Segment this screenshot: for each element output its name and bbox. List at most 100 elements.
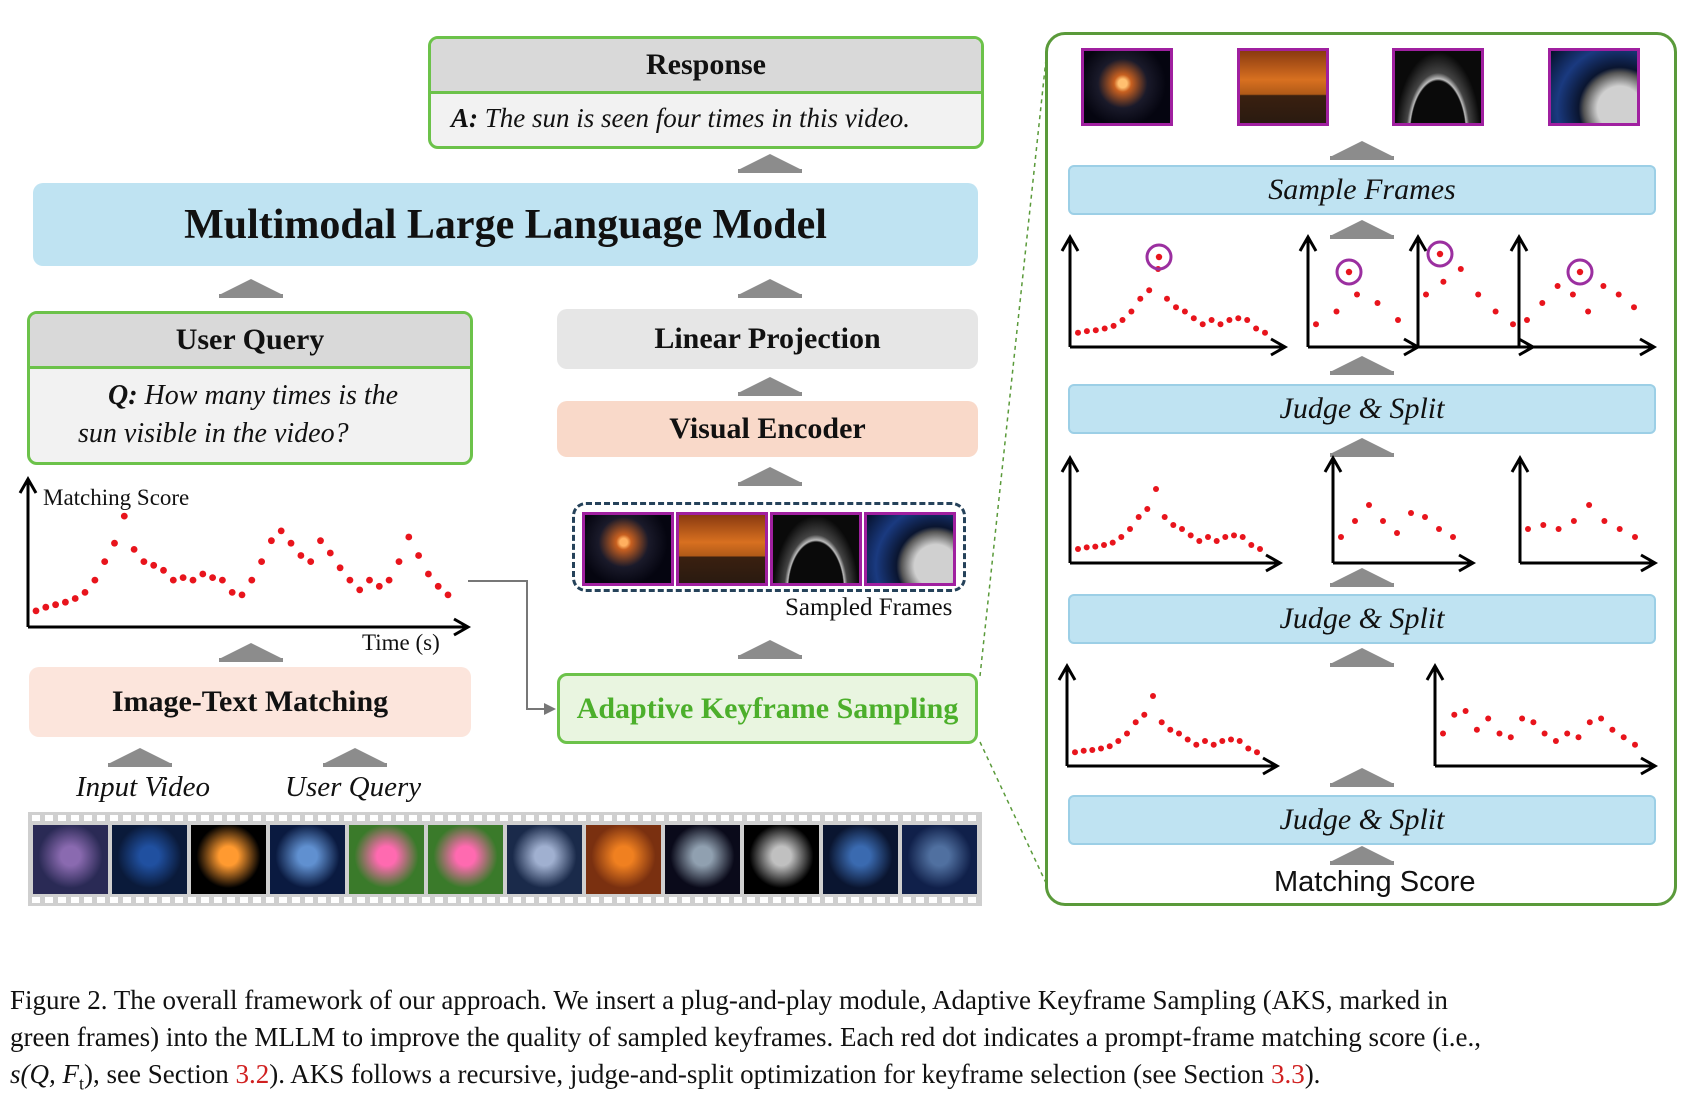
judge-split-box-1: Judge & Split — [1068, 384, 1656, 434]
film-hole — [617, 897, 625, 903]
film-hole — [149, 897, 157, 903]
film-hole — [526, 815, 534, 821]
film-hole — [708, 815, 716, 821]
film-hole — [435, 815, 443, 821]
score-chart-dot — [268, 537, 275, 545]
caption-line-2: green frames) into the MLLM to improve t… — [10, 1022, 1481, 1052]
film-hole — [461, 815, 469, 821]
arrow-frames-to-visenc-base — [738, 482, 802, 486]
film-hole — [175, 815, 183, 821]
arrow-aks-to-frames-base — [738, 655, 802, 659]
score-chart-dot — [366, 576, 373, 584]
input-video-label: Input Video — [76, 771, 210, 803]
arrow-userquery-to-mllm — [219, 279, 283, 295]
film-hole — [266, 815, 274, 821]
arrow-mllm-to-response — [738, 154, 802, 170]
film-hole — [448, 815, 456, 821]
film-hole — [643, 815, 651, 821]
film-hole — [968, 897, 976, 903]
linear-projection-label: Linear Projection — [654, 322, 881, 355]
film-hole — [409, 815, 417, 821]
film-hole — [890, 897, 898, 903]
video-frame-3 — [191, 825, 266, 894]
film-hole — [747, 815, 755, 821]
sampled-frame-1 — [582, 512, 674, 586]
film-hole — [799, 897, 807, 903]
video-frame-2 — [112, 825, 187, 894]
film-hole — [773, 897, 781, 903]
film-hole — [71, 815, 79, 821]
sampled-frames-label: Sampled Frames — [785, 594, 953, 621]
aks-label: Adaptive Keyframe Sampling — [576, 691, 959, 725]
question-label: Q: — [108, 380, 138, 411]
film-hole — [357, 815, 365, 821]
score-chart-dot — [297, 552, 305, 559]
score-chart-dot — [189, 576, 197, 584]
film-hole — [240, 897, 248, 903]
caption-ref-section-3-3[interactable]: 3.3 — [1270, 1059, 1305, 1089]
film-hole — [58, 815, 66, 821]
film-hole — [643, 897, 651, 903]
film-hole — [838, 815, 846, 821]
film-hole — [383, 897, 391, 903]
score-chart-xlabel: Time (s) — [362, 630, 440, 655]
film-hole — [344, 815, 352, 821]
film-hole — [786, 815, 794, 821]
film-hole — [630, 897, 638, 903]
arrow-query-to-itm — [323, 748, 387, 764]
caption-line-1: Figure 2. The overall framework of our a… — [10, 985, 1448, 1015]
film-hole — [955, 815, 963, 821]
caption-ref-section-3-2[interactable]: 3.2 — [235, 1059, 270, 1089]
score-chart-dot — [140, 558, 148, 565]
film-hole — [591, 897, 599, 903]
film-hole — [266, 897, 274, 903]
film-hole — [305, 897, 313, 903]
film-hole — [968, 815, 976, 821]
score-chart-dot — [150, 561, 158, 569]
image-text-matching-label: Image-Text Matching — [111, 685, 389, 718]
score-chart-dot — [307, 558, 315, 565]
film-hole — [929, 897, 937, 903]
film-hole — [123, 815, 131, 821]
score-chart-dot — [336, 564, 344, 572]
film-hole — [630, 815, 638, 821]
film-hole — [331, 897, 339, 903]
video-frame-7 — [507, 825, 582, 894]
film-hole — [344, 897, 352, 903]
film-hole — [552, 897, 560, 903]
score-chart-dot — [91, 576, 99, 584]
film-hole — [500, 815, 508, 821]
keyframe-thumb-3 — [1392, 48, 1484, 126]
film-hole — [903, 897, 911, 903]
film-hole — [487, 815, 495, 821]
figure-caption: Figure 2. The overall framework of our a… — [10, 982, 1700, 1102]
score-chart-dot — [120, 512, 128, 520]
keyframe-thumb-2 — [1237, 48, 1329, 126]
green-dashed-line-bottom — [979, 741, 1048, 886]
film-hole — [383, 815, 391, 821]
film-hole — [331, 815, 339, 821]
film-hole — [149, 815, 157, 821]
score-chart-dot — [219, 576, 226, 584]
film-hole — [578, 897, 586, 903]
film-hole — [357, 897, 365, 903]
score-chart-dot — [248, 576, 256, 584]
filmstrip-holes: /* placeholder */ — [32, 815, 976, 903]
judge-split-label-3: Judge & Split — [1279, 803, 1445, 836]
film-hole — [838, 897, 846, 903]
arrow-userquery-to-mllm-base — [219, 294, 283, 298]
arrow-query-to-itm-base — [323, 763, 387, 767]
film-hole — [84, 815, 92, 821]
film-hole — [825, 815, 833, 821]
film-hole — [97, 897, 105, 903]
film-hole — [396, 897, 404, 903]
film-hole — [721, 897, 729, 903]
film-hole — [97, 815, 105, 821]
score-chart-dot — [385, 576, 393, 584]
score-chart-dot — [258, 558, 265, 565]
film-hole — [292, 897, 300, 903]
film-hole — [214, 897, 222, 903]
score-chart-dot — [179, 574, 187, 581]
caption-text-c: ). — [1304, 1059, 1321, 1089]
film-hole — [656, 815, 664, 821]
